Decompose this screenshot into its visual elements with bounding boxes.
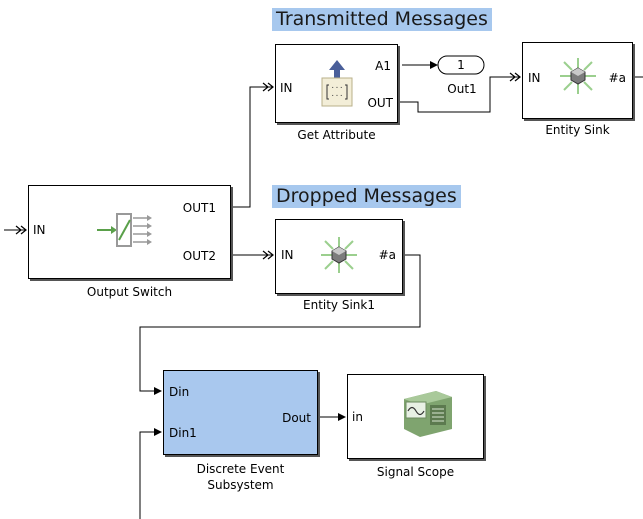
discrete-event-subsystem-block[interactable]: Din Din1 Dout <box>163 370 318 455</box>
out1-port-number: 1 <box>457 58 465 72</box>
port-count: #a <box>608 71 626 85</box>
get-attribute-block[interactable]: IN A1 OUT ··· ··· <box>275 44 398 123</box>
line-input-to-din1 <box>139 428 162 519</box>
port-out2: OUT2 <box>182 249 216 263</box>
output-switch-block[interactable]: IN OUT1 OUT2 <box>28 185 231 279</box>
heading-dropped-messages: Dropped Messages <box>272 185 461 208</box>
get-attribute-caption: Get Attribute <box>297 128 376 142</box>
signal-scope-block[interactable]: in <box>347 374 484 459</box>
line-switch-out1-to-getattr <box>231 82 274 208</box>
port-count: #a <box>378 248 396 262</box>
entity-sink-icon <box>321 237 357 273</box>
output-switch-caption: Output Switch <box>86 285 173 299</box>
signal-scope-icon <box>404 391 452 437</box>
svg-text:···: ··· <box>331 92 344 100</box>
port-in: IN <box>33 223 46 237</box>
port-in: IN <box>280 81 293 95</box>
line-sink1-count-to-din <box>139 254 421 395</box>
line-getattr-out-to-sink <box>398 72 521 113</box>
heading-transmitted-messages: Transmitted Messages <box>272 8 492 31</box>
port-a1: A1 <box>375 59 391 73</box>
entity-sink-caption: Entity Sink <box>545 123 610 137</box>
port-din: Din <box>169 385 190 399</box>
port-in: in <box>352 410 363 424</box>
port-in: IN <box>281 248 294 262</box>
port-din1: Din1 <box>169 426 197 440</box>
entity-sink-icon <box>560 58 596 94</box>
port-out: OUT <box>367 96 393 110</box>
discrete-event-subsystem-caption-line2: Subsystem <box>207 478 274 492</box>
output-switch-icon <box>97 213 152 247</box>
svg-text:···: ··· <box>331 84 344 92</box>
out1-port-caption: Out1 <box>447 82 476 96</box>
port-dout: Dout <box>282 411 311 425</box>
port-in: IN <box>528 71 541 85</box>
port-out1: OUT1 <box>182 201 216 215</box>
discrete-event-subsystem-caption-line1: Discrete Event <box>196 462 285 476</box>
entity-sink-block[interactable]: IN #a <box>522 42 633 119</box>
entity-sink1-block[interactable]: IN #a <box>275 219 403 294</box>
entity-sink1-caption: Entity Sink1 <box>303 298 375 312</box>
signal-scope-caption: Signal Scope <box>376 465 455 479</box>
out1-port-block[interactable] <box>437 55 485 75</box>
get-attribute-icon: ··· ··· <box>321 60 353 107</box>
